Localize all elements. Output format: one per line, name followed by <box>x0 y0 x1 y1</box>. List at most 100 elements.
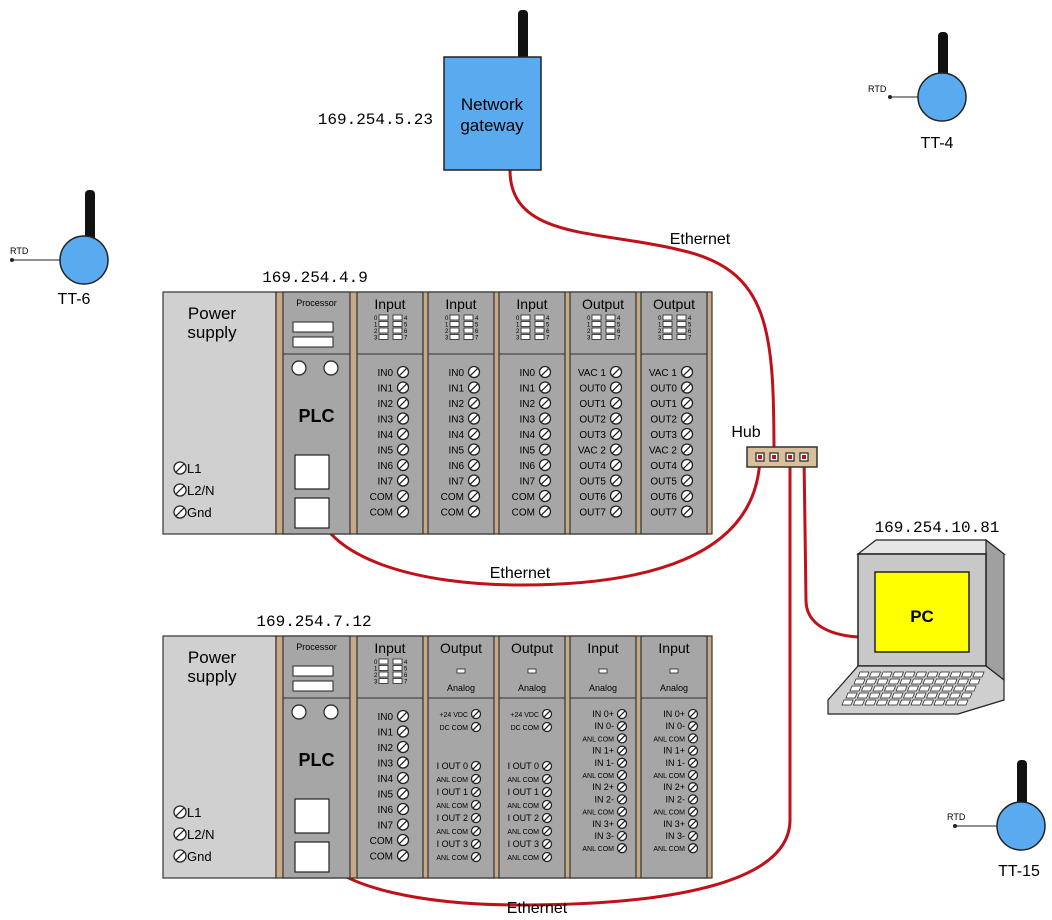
plc-label: PLC <box>299 750 335 770</box>
analog-label: Analog <box>589 683 617 693</box>
pin-label: IN1 <box>519 384 535 395</box>
module-title: Input <box>374 296 405 312</box>
pin-label: COM <box>512 492 535 503</box>
pin-label: ANL COM <box>653 736 685 743</box>
status-light <box>323 360 339 376</box>
antenna-icon <box>518 10 528 62</box>
pin-label: IN 1- <box>594 758 614 768</box>
led-indicator <box>605 334 616 340</box>
power-supply-label: supply <box>187 667 237 686</box>
led-number: 7 <box>475 336 479 342</box>
transmitter-body <box>996 801 1046 851</box>
led-number: 7 <box>546 336 550 342</box>
pin-label: OUT6 <box>579 492 606 503</box>
led-number: 5 <box>688 323 692 329</box>
led-number: 0 <box>374 660 378 666</box>
led-number: 5 <box>546 323 550 329</box>
transmitter-tt-6[interactable]: RTD TT-6 <box>10 190 109 308</box>
ethernet-port-icon[interactable] <box>294 454 330 490</box>
pin-label: OUT6 <box>650 492 677 503</box>
pin-label: IN7 <box>377 477 393 488</box>
plc-rack-2[interactable]: 169.254.7.12PowersupplyL1L2/NGndProcesso… <box>162 613 713 879</box>
pin-label: IN 3+ <box>592 819 614 829</box>
led-number: 7 <box>617 336 621 342</box>
led-number: 0 <box>516 316 520 322</box>
pin-label: +24 VDC <box>439 712 468 719</box>
led-indicator <box>669 668 679 674</box>
module-title: Input <box>658 640 689 656</box>
led-number: 5 <box>404 323 408 329</box>
led-number: 2 <box>658 329 662 335</box>
power-supply-label: Power <box>188 304 237 323</box>
pin-label: COM <box>512 508 535 519</box>
pin-label: ANL COM <box>582 736 614 743</box>
pin-label: IN3 <box>448 415 464 426</box>
pin-label: OUT0 <box>579 384 606 395</box>
gateway-ip: 169.254.5.23 <box>318 111 433 129</box>
ethernet-port-icon[interactable] <box>294 798 330 834</box>
pin-label: ANL COM <box>653 773 685 780</box>
plc-rack-1[interactable]: 169.254.4.9PowersupplyL1L2/NGndProcessor… <box>162 269 713 535</box>
power-terminal-label: Gnd <box>187 505 212 520</box>
pin-label: IN7 <box>377 821 393 832</box>
pin-label: OUT5 <box>579 477 606 488</box>
pin-label: ANL COM <box>507 777 539 784</box>
pin-label: IN 0+ <box>663 709 685 719</box>
led-number: 1 <box>658 323 662 329</box>
pin-label: I OUT 0 <box>508 761 539 771</box>
pin-label: IN2 <box>519 399 535 410</box>
pc-computer[interactable]: PC <box>827 538 1006 715</box>
pin-label: IN1 <box>448 384 464 395</box>
rtd-label: RTD <box>947 812 966 822</box>
led-number: 3 <box>516 336 520 342</box>
pin-label: VAC 2 <box>578 446 607 457</box>
module-title: Output <box>582 296 624 312</box>
led-number: 1 <box>587 323 591 329</box>
led-indicator <box>591 334 602 340</box>
led-indicator <box>449 327 460 334</box>
processor-label: Processor <box>296 298 337 308</box>
led-number: 7 <box>688 336 692 342</box>
led-indicator <box>392 658 403 665</box>
pin-label: ANL COM <box>436 777 468 784</box>
led-indicator <box>662 321 673 327</box>
led-indicator <box>463 334 474 340</box>
led-number: 6 <box>475 329 479 335</box>
module-title: Input <box>516 296 547 312</box>
led-indicator <box>534 321 545 327</box>
pin-label: IN4 <box>448 430 464 441</box>
transmitter-body <box>917 72 967 122</box>
led-indicator <box>662 327 673 334</box>
cable-plc1-hub <box>314 455 762 587</box>
pin-label: ANL COM <box>582 773 614 780</box>
pin-label: IN4 <box>377 774 393 785</box>
tag-tt-15: TT-15 <box>998 863 1040 880</box>
pin-label: ANL COM <box>582 810 614 817</box>
pin-label: DC COM <box>440 725 469 732</box>
module-title: Output <box>511 640 553 656</box>
pin-label: OUT5 <box>650 477 677 488</box>
ethernet-port-icon[interactable] <box>294 841 330 873</box>
ethernet-hub[interactable]: Hub <box>731 424 818 468</box>
pin-label: +24 VDC <box>510 712 539 719</box>
pin-label: IN 2- <box>594 794 614 804</box>
led-indicator <box>378 671 389 678</box>
led-indicator <box>463 321 474 327</box>
network-gateway[interactable]: Network gateway <box>443 10 542 171</box>
gateway-label-line2: gateway <box>460 116 524 135</box>
analog-label: Analog <box>447 683 475 693</box>
transmitter-tt-15[interactable]: RTD TT-15 <box>947 760 1046 880</box>
analog-label: Analog <box>518 683 546 693</box>
pin-label: OUT3 <box>579 430 606 441</box>
ethernet-port-icon[interactable] <box>294 497 330 529</box>
module-title: Input <box>587 640 618 656</box>
pin-label: ANL COM <box>436 829 468 836</box>
status-light <box>323 704 339 720</box>
pin-label: ANL COM <box>507 803 539 810</box>
led-number: 4 <box>404 660 408 666</box>
gateway-label-line1: Network <box>461 95 524 114</box>
transmitter-tt-4[interactable]: RTD TT-4 <box>868 32 967 152</box>
pc-screen <box>874 571 970 653</box>
